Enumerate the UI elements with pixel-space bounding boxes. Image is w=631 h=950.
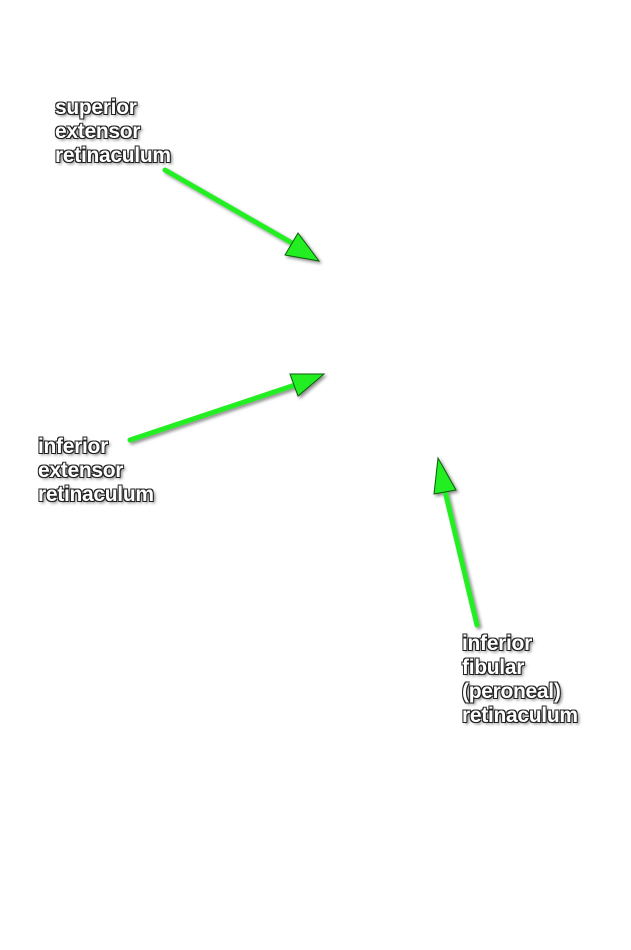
label-inferior-fibular-retinaculum: inferior fibular (peroneal) retinaculum — [462, 632, 578, 728]
label-line: retinaculum — [38, 483, 154, 506]
label-line: fibular — [462, 656, 525, 679]
label-line: extensor — [55, 120, 141, 143]
label-line: inferior — [38, 435, 108, 458]
label-line: (peroneal) — [462, 680, 561, 703]
arrow-inferior-extensor — [127, 373, 326, 443]
label-line: superior — [55, 96, 137, 119]
label-line: retinaculum — [462, 704, 578, 727]
label-line: extensor — [38, 459, 124, 482]
label-inferior-extensor-retinaculum: inferior extensor retinaculum — [38, 435, 154, 507]
arrow-inferior-fibular — [433, 456, 480, 628]
label-line: inferior — [462, 632, 532, 655]
label-line: retinaculum — [55, 144, 171, 167]
arrow-superior-extensor — [162, 167, 321, 262]
label-superior-extensor-retinaculum: superior extensor retinaculum — [55, 96, 171, 168]
